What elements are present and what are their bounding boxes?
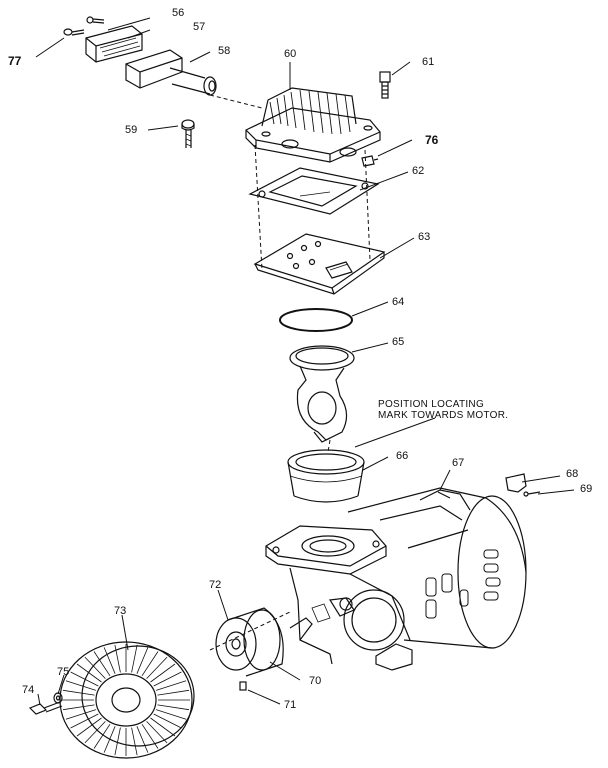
part-74-bolt xyxy=(28,701,63,715)
part-70-fan-hub xyxy=(227,607,284,677)
part-75-washer xyxy=(53,692,63,704)
part-58-inlet-tube xyxy=(125,49,217,96)
label-68: 68 xyxy=(566,468,579,480)
fan-blade xyxy=(131,727,138,756)
part-77-screw xyxy=(63,28,85,36)
fan-blade xyxy=(62,689,95,696)
leader-lines xyxy=(35,17,575,706)
part-56-screw xyxy=(86,16,105,24)
fan-blade xyxy=(84,721,106,744)
label-73: 73 xyxy=(114,605,127,617)
part-64-o-ring xyxy=(279,308,353,332)
fan-blade xyxy=(65,709,97,720)
fan-blade xyxy=(155,680,187,691)
fan-blade xyxy=(153,713,182,729)
fan-blade xyxy=(141,723,159,749)
label-76: 76 xyxy=(425,133,439,147)
part-57-valve-block xyxy=(85,25,143,63)
fan-blade xyxy=(157,704,190,711)
fan-blade xyxy=(155,709,187,720)
fan-blade xyxy=(153,671,182,687)
fan-blade xyxy=(150,663,176,683)
part-69-screw xyxy=(523,491,541,497)
fan-blade xyxy=(84,656,106,679)
label-63: 63 xyxy=(418,231,431,243)
fan-blade xyxy=(131,644,138,673)
label-75: 75 xyxy=(57,666,70,678)
part-59-bolt xyxy=(181,119,195,148)
fan-blade xyxy=(76,717,102,737)
fan-blade xyxy=(70,713,99,729)
label-72: 72 xyxy=(209,579,222,591)
part-66-cylinder-sleeve xyxy=(287,449,365,503)
fan-blade xyxy=(114,644,121,673)
label-64: 64 xyxy=(392,296,405,308)
label-61: 61 xyxy=(422,56,435,68)
label-62: 62 xyxy=(412,165,425,177)
part-68-bracket xyxy=(505,473,527,493)
fan-blade xyxy=(93,651,111,677)
label-74: 74 xyxy=(22,684,35,696)
fan-blade xyxy=(103,647,116,674)
part-61-fitting xyxy=(379,71,391,99)
part-65-connecting-rod xyxy=(289,345,355,443)
label-77: 77 xyxy=(8,54,22,68)
label-60: 60 xyxy=(284,48,297,60)
part-62-gasket xyxy=(248,167,380,215)
part-76-plug xyxy=(361,155,379,167)
label-56: 56 xyxy=(172,7,185,19)
fan-blade xyxy=(136,726,149,753)
label-66: 66 xyxy=(396,450,409,462)
part-72-hub xyxy=(215,617,257,671)
fan-blade xyxy=(93,723,111,749)
part-71-setscrew xyxy=(239,681,247,691)
fan-blade xyxy=(114,727,121,756)
part-67-motor-assembly xyxy=(265,487,527,671)
part-63-valve-plate xyxy=(253,233,386,295)
label-67: 67 xyxy=(452,457,465,469)
fan-blade xyxy=(141,651,159,677)
fan-blade xyxy=(70,671,99,687)
label-65: 65 xyxy=(392,336,405,348)
label-70: 70 xyxy=(309,675,322,687)
fan-blade xyxy=(146,656,168,679)
fan-blade xyxy=(103,726,116,753)
fan-blade xyxy=(150,717,176,737)
label-57: 57 xyxy=(193,21,206,33)
part-60-cylinder-head xyxy=(245,87,381,163)
label-59: 59 xyxy=(125,124,138,136)
fan-blade xyxy=(136,647,149,674)
fan-blade xyxy=(65,680,97,691)
fan-blade xyxy=(76,663,102,683)
position-note-line-1: POSITION LOCATING xyxy=(378,399,485,410)
position-note-line-2: MARK TOWARDS MOTOR. xyxy=(378,410,509,421)
label-71: 71 xyxy=(284,699,297,711)
part-73-fan-wheel xyxy=(59,641,195,759)
fan-blade xyxy=(146,721,168,744)
position-note: POSITION LOCATING MARK TOWARDS MOTOR. xyxy=(378,399,508,421)
label-69: 69 xyxy=(580,483,593,495)
label-58: 58 xyxy=(218,45,231,57)
fan-blade xyxy=(157,689,190,696)
fan-blade xyxy=(62,704,95,711)
